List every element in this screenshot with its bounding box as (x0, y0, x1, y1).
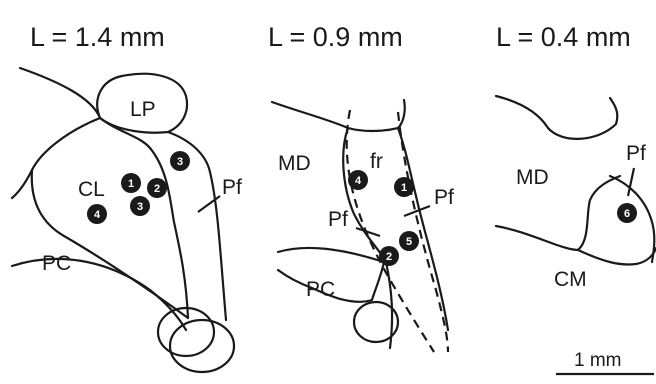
scale-bar-label: 1 mm (574, 350, 622, 371)
marker-number: 3 (177, 156, 183, 168)
scale-bar: 1 mm (556, 350, 654, 374)
marker-number: 6 (624, 208, 630, 220)
pc-boundary (12, 259, 186, 330)
md-top-boundary (272, 100, 405, 131)
marker-2: 2 (147, 178, 167, 198)
marker-number: 4 (355, 175, 362, 187)
pf-pointer-tick (404, 206, 430, 216)
cl-label: CL (78, 178, 105, 201)
md-label: MD (516, 166, 549, 189)
md-cm-boundary (496, 176, 620, 250)
bottom-blob-2 (170, 320, 234, 372)
panel-title: L = 0.9 mm (268, 22, 403, 52)
md-outline (496, 96, 617, 139)
pc-label: PC (306, 278, 335, 301)
marker-6: 6 (617, 203, 637, 223)
pf-label: Pf (222, 176, 242, 199)
lp-label: LP (130, 98, 156, 121)
panel-lateral-0-9: L = 0.9 mm MD fr Pf Pf PC 4 1 (268, 22, 454, 352)
panel-title: L = 0.4 mm (496, 22, 631, 52)
marker-number: 1 (401, 182, 407, 194)
panel-lateral-1-4: L = 1.4 mm LP CL Pf PC 1 2 (12, 22, 242, 372)
panel-lateral-0-4: L = 0.4 mm MD Pf CM 6 1 mm (496, 22, 656, 374)
marker-1: 1 (121, 173, 141, 193)
pf-label-right: Pf (434, 186, 454, 209)
marker-5: 5 (399, 231, 419, 251)
cm-label: CM (554, 268, 587, 291)
marker-3-pf: 3 (170, 151, 190, 171)
fr-left-edge (343, 128, 392, 348)
pc-label: PC (42, 252, 71, 275)
marker-4: 4 (87, 204, 107, 224)
marker-3: 3 (130, 196, 150, 216)
cm-lower-boundary (578, 248, 656, 264)
md-label: MD (278, 152, 311, 175)
pf-label: Pf (626, 142, 646, 165)
marker-number: 2 (154, 183, 160, 195)
fr-label: fr (370, 150, 383, 173)
pf-label-left: Pf (328, 208, 348, 231)
marker-number: 2 (386, 251, 392, 263)
marker-number: 4 (94, 209, 101, 221)
marker-4: 4 (348, 170, 368, 190)
marker-2: 2 (379, 246, 399, 266)
marker-number: 3 (137, 201, 143, 213)
panel-title: L = 1.4 mm (30, 22, 165, 52)
marker-number: 5 (406, 236, 412, 248)
marker-number: 1 (128, 178, 134, 190)
marker-1: 1 (394, 177, 414, 197)
